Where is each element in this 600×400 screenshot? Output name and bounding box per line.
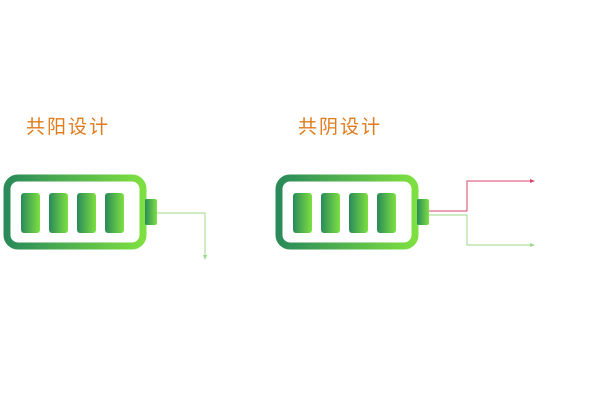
diagram-title-common-anode: 共阳设计 [26, 116, 111, 138]
battery-icon-left [3, 174, 157, 250]
battery-bar [293, 193, 312, 233]
battery-bar [21, 193, 40, 233]
wire-right-green [429, 214, 535, 247]
battery-bar [77, 193, 96, 233]
wire-right-red [429, 179, 535, 212]
battery-bar [105, 193, 124, 233]
battery-bar [49, 193, 68, 233]
battery-bar [349, 193, 368, 233]
diagram-title-common-cathode: 共阴设计 [298, 116, 383, 138]
wire-left [157, 212, 207, 260]
battery-bar [321, 193, 340, 233]
battery-icon-right [275, 174, 429, 250]
battery-bar [377, 193, 396, 233]
